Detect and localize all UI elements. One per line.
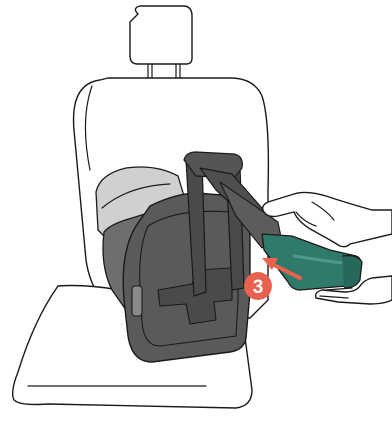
headrest: [130, 6, 192, 64]
step-badge: 3: [244, 272, 272, 300]
lower-hand-finger-2: [326, 288, 352, 290]
step-number: 3: [253, 277, 264, 298]
side-clip: [132, 286, 142, 316]
handle-end: [342, 256, 362, 288]
